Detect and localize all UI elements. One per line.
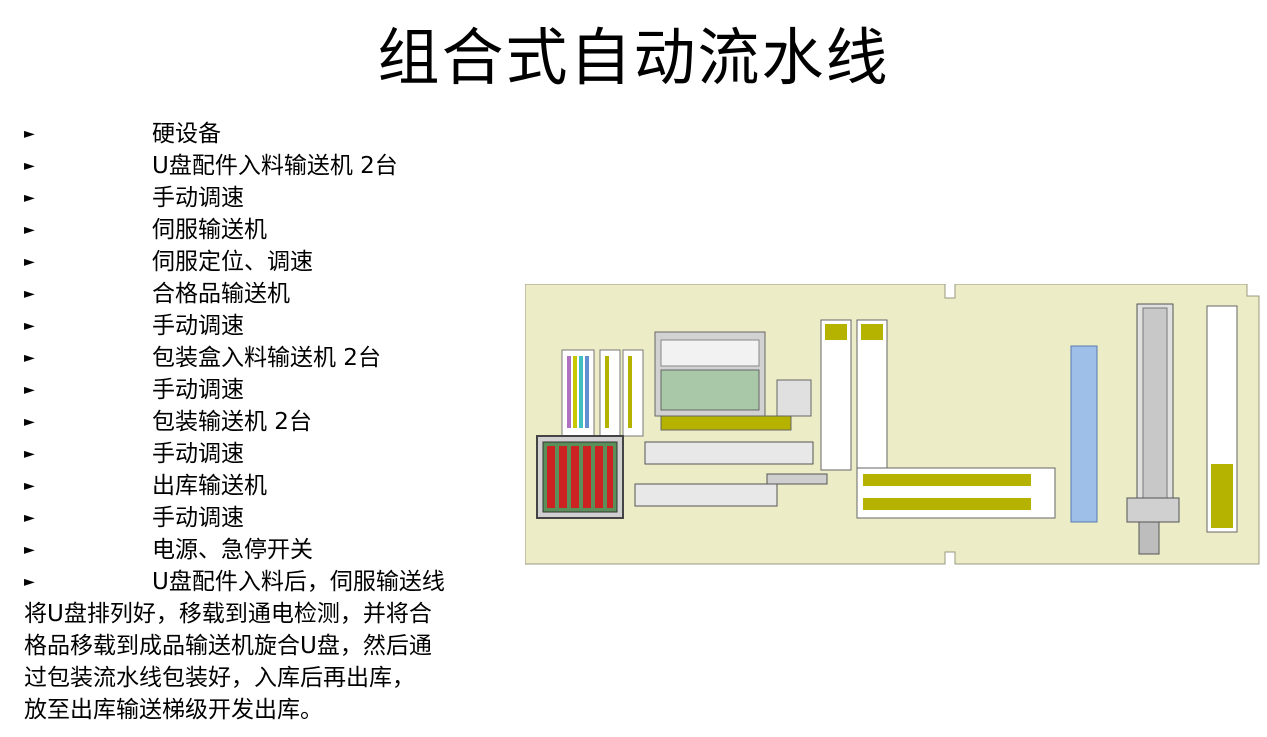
triangle-right-icon: ►	[24, 574, 35, 590]
triangle-right-icon: ►	[24, 126, 35, 142]
triangle-right-icon: ►	[24, 510, 35, 526]
triangle-right-icon: ►	[24, 350, 35, 366]
description-line: 格品移载到成品输送机旋合U盘，然后通	[24, 633, 432, 659]
slide-title: 组合式自动流水线	[377, 21, 890, 94]
triangle-right-icon: ►	[24, 478, 35, 494]
description-line: 过包装流水线包装好，入库后再出库，	[24, 665, 415, 691]
triangle-right-icon: ►	[24, 446, 35, 462]
triangle-right-icon: ►	[24, 158, 35, 174]
description-first-line: ►U盘配件入料后，伺服输送线	[24, 566, 504, 598]
outbound-lift	[1126, 303, 1180, 555]
description-line: 将U盘排列好，移载到通电检测，并将合	[24, 601, 432, 627]
triangle-right-icon: ►	[24, 542, 35, 558]
triangle-right-icon: ►	[24, 382, 35, 398]
warehouse-rack	[1070, 345, 1098, 523]
triangle-right-icon: ►	[24, 254, 35, 270]
process-description: ►U盘配件入料后，伺服输送线 将U盘排列好，移载到通电检测，并将合 格品移载到成…	[24, 566, 504, 726]
outbound-conveyor	[1206, 305, 1238, 533]
production-line-layout-drawing	[525, 284, 1260, 565]
triangle-right-icon: ►	[24, 222, 35, 238]
test-station	[654, 331, 812, 431]
triangle-right-icon: ►	[24, 190, 35, 206]
description-line: 放至出库输送梯级开发出库。	[24, 697, 323, 723]
triangle-right-icon: ►	[24, 286, 35, 302]
packaging-conveyor	[820, 319, 1056, 519]
triangle-right-icon: ►	[24, 414, 35, 430]
parts-rack-left	[561, 349, 644, 437]
triangle-right-icon: ►	[24, 318, 35, 334]
servo-conveyor	[634, 441, 828, 507]
tray-storage	[536, 435, 624, 519]
